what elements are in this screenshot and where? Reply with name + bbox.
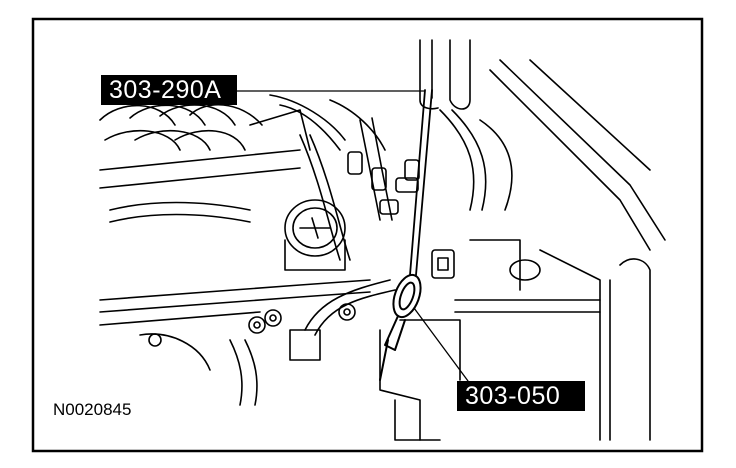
lower-housing <box>289 319 461 441</box>
bolts <box>148 303 356 347</box>
tool-303-050 <box>379 273 422 381</box>
tool-303-290a <box>409 89 433 276</box>
vacuum-hoses <box>269 94 513 261</box>
leader-line-303-050 <box>413 307 469 382</box>
callout-label-303-290a: 303-290A <box>101 75 237 105</box>
filler-cap <box>284 199 346 271</box>
callout-label-303-050: 303-050 <box>457 381 585 411</box>
intake-runners <box>99 104 311 189</box>
right-side-structure <box>419 39 666 441</box>
figure-code: N0020845 <box>53 400 132 419</box>
